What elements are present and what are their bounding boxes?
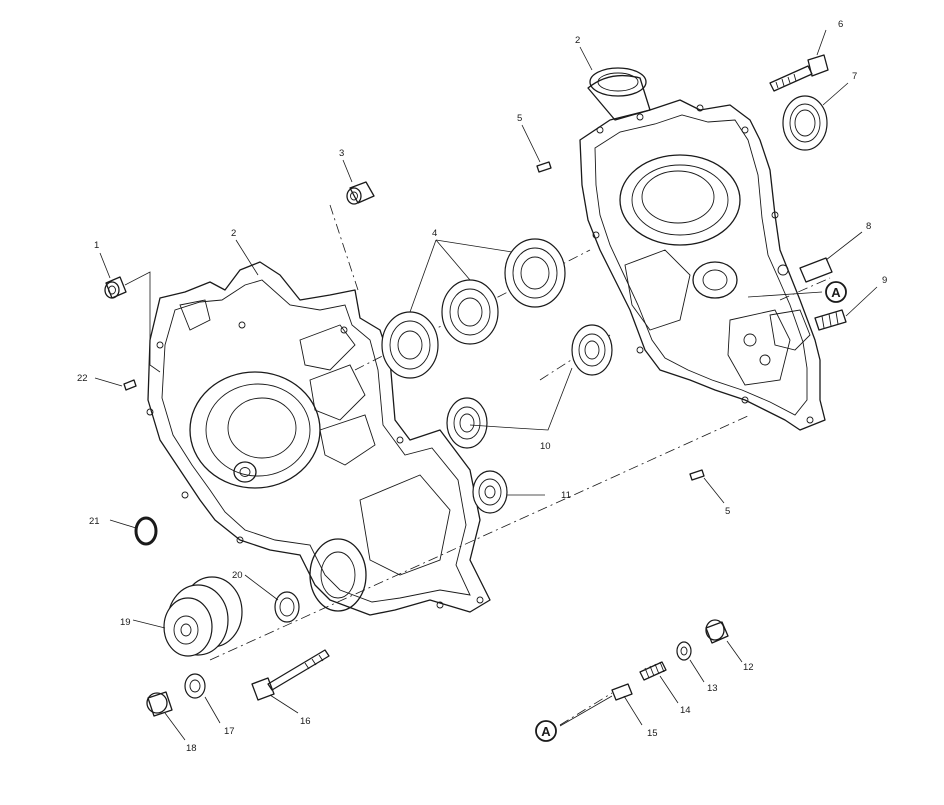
callout-13: 13	[707, 683, 718, 694]
reference-mark-a-upper: A	[825, 281, 847, 303]
callout-21: 21	[89, 516, 100, 527]
part-3-bushing	[346, 181, 375, 205]
callout-8: 8	[866, 221, 871, 232]
callout-3: 3	[339, 148, 344, 159]
reference-mark-a-lower: A	[535, 720, 557, 742]
part-14-spring	[639, 661, 667, 681]
callout-4: 4	[432, 228, 437, 239]
callout-6: 6	[838, 19, 843, 30]
callout-18: 18	[186, 743, 197, 754]
part-10-bearings	[446, 324, 613, 449]
part-11-bearing	[472, 470, 508, 514]
part-17-washer	[184, 673, 206, 699]
callout-5-lower: 5	[725, 506, 730, 517]
callout-20: 20	[232, 570, 243, 581]
callout-10: 10	[540, 441, 551, 452]
callout-2-left: 2	[231, 228, 236, 239]
part-21-o-ring	[134, 516, 158, 546]
part-19-rotor	[163, 576, 243, 657]
part-9-fitting	[814, 309, 847, 331]
part-20-seal	[274, 591, 300, 623]
callout-9: 9	[882, 275, 887, 286]
callout-16: 16	[300, 716, 311, 727]
part-6-bolt	[769, 54, 829, 92]
part-16-long-bolt	[251, 649, 330, 701]
part-22-dowel-pin	[123, 379, 137, 391]
callout-17: 17	[224, 726, 235, 737]
callout-19: 19	[120, 617, 131, 628]
callout-11: 11	[561, 490, 571, 501]
part-18-plug	[146, 691, 173, 717]
part-13-washer	[676, 641, 692, 661]
part-5-dowel-pin-lower	[689, 469, 705, 481]
callout-numbers: 1 2 2 3 4 5 5 6 7 8 9 10 11 12 13 14 15 …	[77, 19, 887, 754]
left-crankcase-half	[146, 261, 491, 616]
callout-15: 15	[647, 728, 658, 739]
part-7-oil-seal	[782, 95, 828, 151]
callout-22: 22	[77, 373, 88, 384]
part-15-plunger	[611, 683, 633, 701]
ref-a-upper-label: A	[831, 285, 841, 300]
leader-lines	[94, 29, 878, 741]
callout-14: 14	[680, 705, 691, 716]
part-5-dowel-pin-upper	[536, 161, 552, 173]
right-crankcase-half	[579, 67, 826, 431]
callout-2-right: 2	[575, 35, 580, 46]
part-1-bushing	[104, 276, 127, 299]
callout-5-upper: 5	[517, 113, 522, 124]
callout-12: 12	[743, 662, 754, 673]
callout-1: 1	[94, 240, 99, 251]
ref-a-lower-label: A	[541, 724, 551, 739]
callout-7: 7	[852, 71, 857, 82]
part-12-bolt	[705, 619, 729, 644]
part-8-plug	[799, 257, 833, 283]
part-4-bearings	[381, 238, 566, 379]
